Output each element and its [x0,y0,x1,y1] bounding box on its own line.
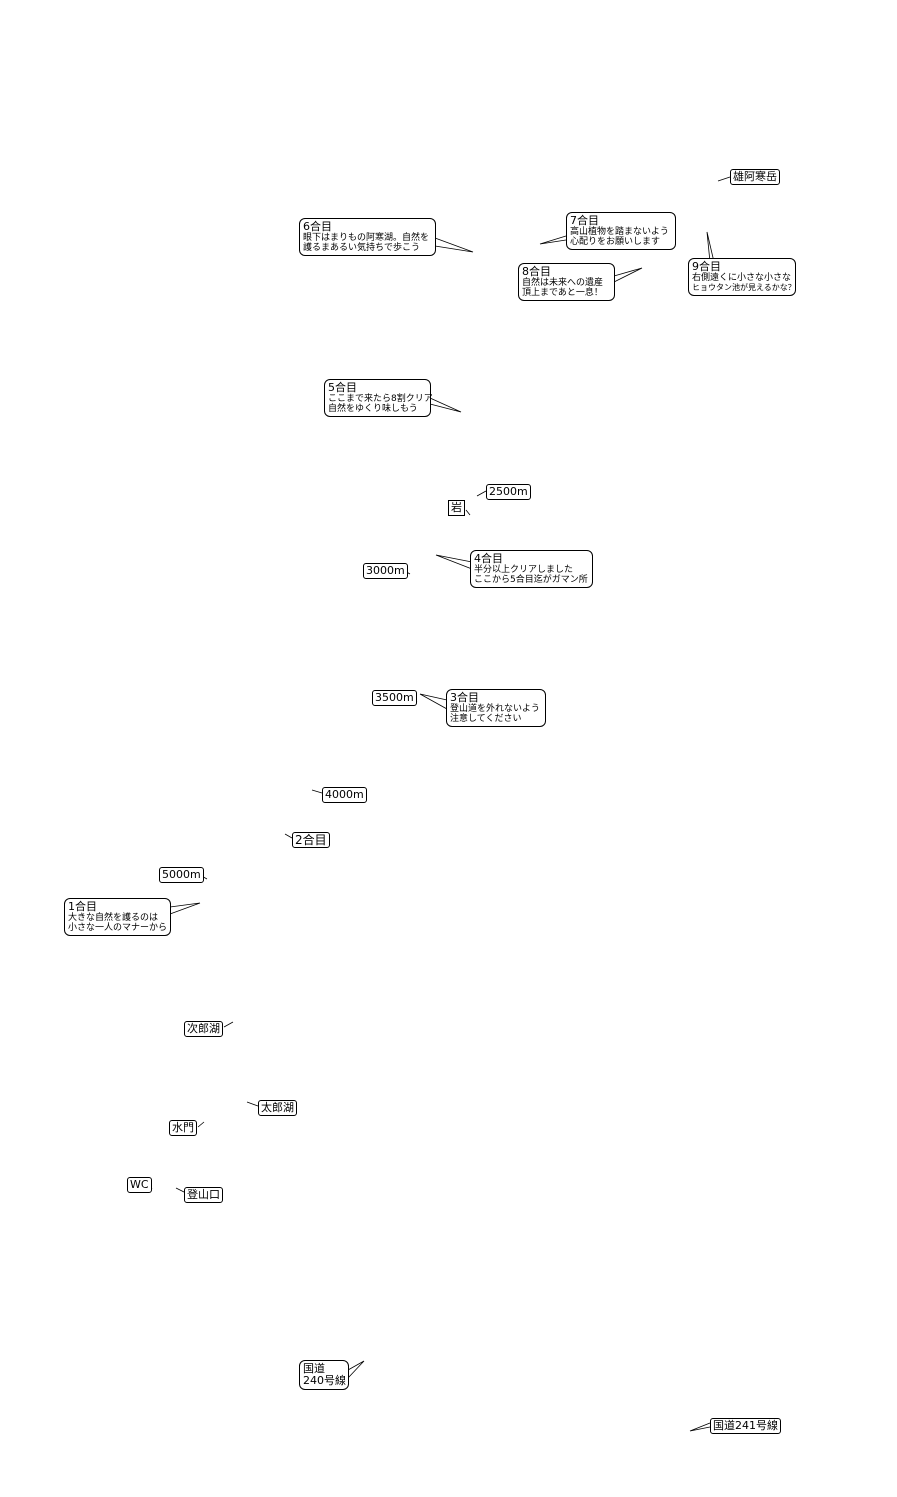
station-message-line: 眼下はまりもの阿寒湖。自然を [303,233,430,243]
station-title: 5合目 [328,381,357,394]
distance-label-3000m: 3000m [363,563,408,579]
station-title: 7合目 [570,214,599,227]
station-bubble-1gou: 1合目 大きな自然を護るのは 小さな一人のマナーから [64,898,171,936]
station-message-line: 右側遠くに小さな小さな [692,273,792,283]
station-title: 3合目 [450,691,479,704]
leader-2500 [476,490,487,497]
station-bubble-3gou: 3合目 登山道を外れないよう 注意してください [446,689,546,727]
leader-4000 [311,789,323,794]
station-bubble-8gou: 8合目 自然は未来への遺産 頂上まであと一息！ [518,263,615,301]
leader-iwa [465,509,471,516]
distance-label-3500m: 3500m [372,690,417,706]
leader-tarouko [246,1101,259,1107]
station-message-line: ここから5合目迄がガマン所 [474,575,588,585]
leader-6gou [434,237,474,253]
station-bubble-4gou: 4合目 半分以上クリアしました ここから5合目迄がガマン所 [470,550,593,588]
station-message-line: 自然をゆくり味しもう [328,404,418,414]
station-message-line: 自然は未来への遺産 [522,278,604,288]
place-label-tozanguchi: 登山口 [184,1187,223,1203]
distance-label-5000m: 5000m [159,867,204,883]
station-message-line: 登山道を外れないよう [450,704,540,714]
place-label-jirouko: 次郎湖 [184,1021,223,1037]
leader-2gou [284,833,293,839]
station-label-2gou: 2合目 [292,832,330,848]
place-label-tarouko: 太郎湖 [258,1100,297,1116]
road-label-route241: 国道241号線 [710,1418,781,1434]
leader-9gou [706,231,715,263]
station-title: 8合目 [522,265,551,278]
road-label-route240-line1: 国道 [303,1362,325,1375]
station-message-line: 大きな自然を護るのは [68,913,159,923]
station-bubble-6gou: 6合目 眼下はまりもの阿寒湖。自然を 護るまあるい気持ちで歩こう [299,218,436,256]
station-message-line: ヒョウタン池が見えるかな？ [692,283,796,292]
place-label-iwa: 岩 [448,500,465,516]
station-title: 1合目 [68,900,97,913]
road-label-route240-line2: 240号線 [303,1374,346,1387]
leader-1gou [169,902,201,915]
leader-oakandake [717,176,731,182]
station-message-line: 小さな一人のマナーから [68,923,168,933]
facility-label-wc: WC [127,1177,152,1193]
road-label-route240: 国道 240号線 [299,1360,349,1390]
leader-5gou [429,397,462,413]
leader-7gou [539,235,567,245]
station-message-line: 半分以上クリアしました [474,565,574,575]
station-bubble-7gou: 7合目 高山植物を踏まないよう 心配りをお願いします [566,212,676,250]
leader-8gou [613,267,643,283]
station-title: 9合目 [692,260,721,273]
station-message-line: 護るまあるい気持ちで歩こう [303,243,421,253]
station-message-line: ここまで来たら8割クリア [328,394,433,404]
leader-4gou [435,554,473,570]
leader-suimon [197,1121,205,1128]
leader-route241 [689,1422,711,1432]
leader-jirouko [223,1021,234,1028]
station-message-line: 心配りをお願いします [570,237,661,247]
station-title: 4合目 [474,552,503,565]
station-bubble-9gou: 9合目 右側遠くに小さな小さな ヒョウタン池が見えるかな？ [688,258,796,296]
leader-3gou [419,693,448,710]
station-message-line: 頂上まであと一息！ [522,288,603,298]
distance-label-4000m: 4000m [322,787,367,803]
place-label-suimon: 水門 [169,1120,197,1136]
station-message-line: 注意してください [450,714,522,724]
distance-label-2500m: 2500m [486,484,531,500]
leader-route240 [347,1360,365,1379]
station-title: 6合目 [303,220,332,233]
summit-label-oakandake: 雄阿寒岳 [730,169,780,185]
station-message-line: 高山植物を踏まないよう [570,227,669,237]
station-bubble-5gou: 5合目 ここまで来たら8割クリア 自然をゆくり味しもう [324,379,433,417]
